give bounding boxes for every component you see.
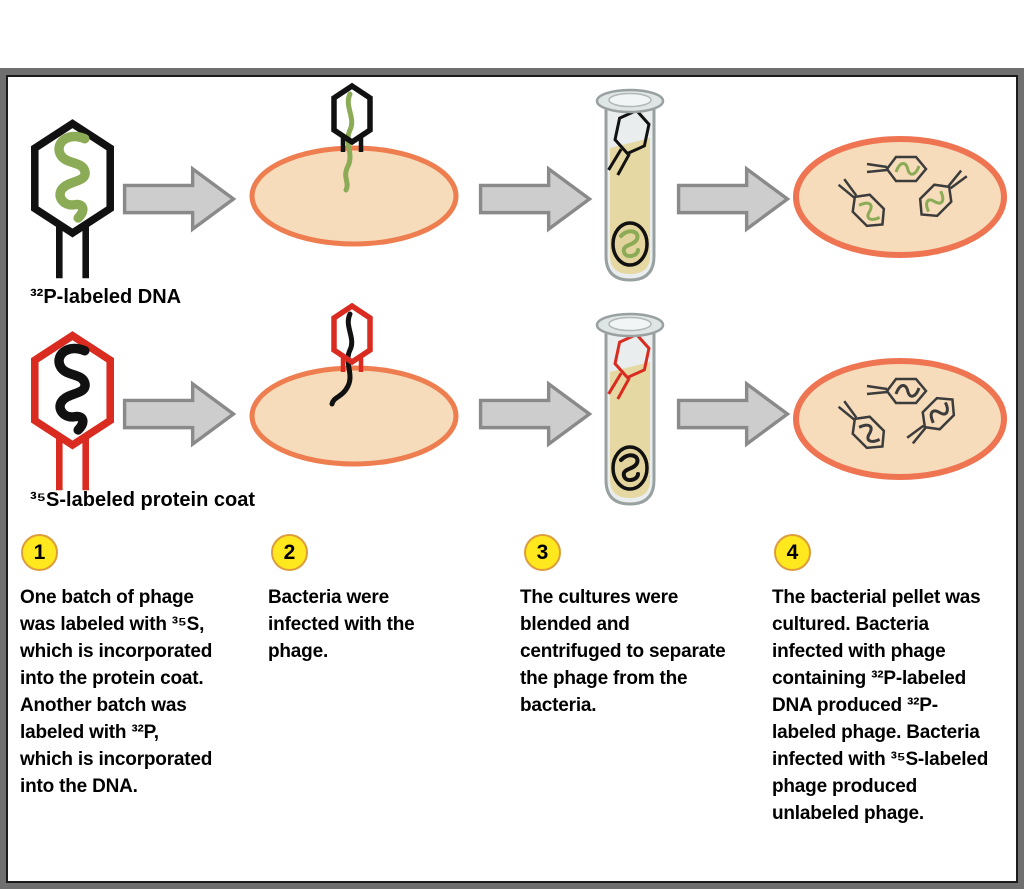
arrow-icon (478, 380, 593, 448)
arrow-icon (676, 380, 791, 448)
cultured-bacteria-32p-icon (793, 136, 1007, 258)
infected-bacterium-32p-icon (249, 82, 459, 247)
arrow-icon (122, 165, 237, 233)
branch-label-35s: ³⁵S-labeled protein coat (30, 489, 255, 511)
step-2-caption: Bacteria were infected with the phage. (268, 587, 415, 662)
step-2-badge: 2 (271, 534, 308, 571)
step-3-badge: 3 (524, 534, 561, 571)
centrifuge-tube-32p-icon (595, 88, 665, 282)
centrifuge-tube-35s-icon (595, 312, 665, 506)
arrow-icon (478, 165, 593, 233)
step-3-number: 3 (536, 540, 549, 564)
phage-35s-icon (31, 331, 114, 491)
arrow-icon (122, 380, 237, 448)
branch-label-32p: ³²P-labeled DNA (30, 286, 182, 308)
step-3-caption: The cultures were blended and centrifuge… (520, 587, 726, 716)
step-4-number: 4 (786, 540, 799, 564)
step-1-caption: One batch of phage was labeled with ³⁵S,… (20, 587, 213, 797)
step-4-caption: The bacterial pellet was cultured. Bacte… (772, 587, 989, 824)
step-1-badge: 1 (21, 534, 58, 571)
phage-32p-icon (31, 119, 114, 279)
step-4-badge: 4 (774, 534, 811, 571)
step-1-number: 1 (33, 540, 46, 564)
step-2-number: 2 (283, 540, 296, 564)
infected-bacterium-35s-icon (249, 302, 459, 467)
cultured-bacteria-35s-icon (793, 358, 1007, 480)
arrow-icon (676, 165, 791, 233)
